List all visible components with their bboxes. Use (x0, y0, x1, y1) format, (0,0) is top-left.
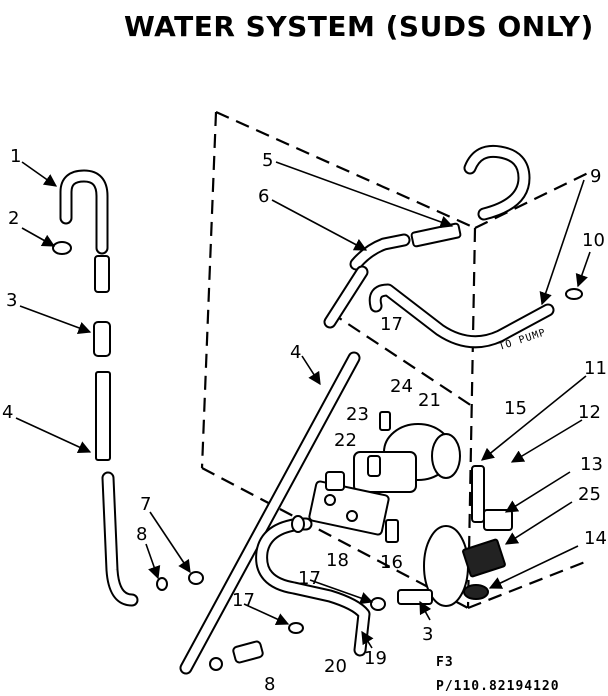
callout-23: 23 (346, 404, 369, 425)
hose-5 (410, 222, 462, 248)
callout-9: 9 (590, 166, 601, 187)
gasket-14 (463, 584, 489, 600)
cabinet-outline (200, 110, 591, 610)
callout-14: 14 (584, 528, 607, 549)
clip-22 (325, 471, 345, 491)
hose-coupling-3a (94, 255, 110, 293)
inlet-hose-5-6 (323, 222, 462, 329)
callout-7: 7 (140, 494, 151, 515)
callout-2: 2 (8, 208, 19, 229)
pump-assembly (156, 515, 506, 671)
fitting-23 (367, 455, 381, 477)
callout-19: 19 (364, 648, 387, 669)
callout-4: 4 (2, 402, 13, 423)
callout-5: 5 (262, 150, 273, 171)
pump-cover-25 (462, 538, 506, 578)
valve-motor-assembly (308, 411, 513, 543)
callout-3b: 3 (422, 624, 433, 645)
part-number: P/110.82194120 (436, 679, 560, 694)
callout-17: 17 (380, 314, 403, 335)
clamp-8a (156, 577, 168, 591)
bracket-13 (483, 509, 513, 531)
callout-24: 24 (390, 376, 413, 397)
callout-21: 21 (418, 390, 441, 411)
clamp-17 (291, 515, 305, 533)
callout-labels: 1 2 3 4 5 6 4 17 9 10 11 24 21 23 15 12 … (2, 146, 607, 695)
callout-4b: 4 (290, 342, 301, 363)
left-hose-assembly (52, 169, 139, 607)
callout-11: 11 (584, 358, 607, 379)
callout-1: 1 (10, 146, 21, 167)
callout-22: 22 (334, 430, 357, 451)
top-curved-hose (463, 144, 531, 221)
callout-8a: 8 (136, 524, 147, 545)
clamp-7 (188, 571, 204, 585)
leader-lines (15, 161, 591, 649)
callout-20: 20 (324, 656, 347, 677)
clamp-10 (565, 288, 583, 300)
figure-id: F3 (436, 655, 454, 670)
screw-24 (379, 411, 391, 431)
callout-13: 13 (580, 454, 603, 475)
straight-hose (95, 371, 111, 461)
callout-3: 3 (6, 290, 17, 311)
diagram-title: WATER SYSTEM (SUDS ONLY) (124, 10, 594, 43)
bolt-11 (471, 465, 485, 523)
coupling-20 (232, 640, 264, 664)
clamp-2 (52, 241, 72, 255)
callout-18: 18 (326, 550, 349, 571)
hose-adapter (93, 321, 111, 357)
callout-15: 15 (504, 398, 527, 419)
connector-3b (397, 589, 433, 605)
callout-6: 6 (258, 186, 269, 207)
callout-12: 12 (578, 402, 601, 423)
callout-10: 10 (582, 230, 605, 251)
callout-8b: 8 (264, 674, 275, 695)
long-hose-4 (179, 351, 361, 675)
callout-25: 25 (578, 484, 601, 505)
drain-hose-9: TO PUMP (368, 283, 583, 353)
callout-16: 16 (380, 552, 403, 573)
screw-16 (385, 519, 399, 543)
callout-17b: 17 (298, 568, 321, 589)
clamp-8b (209, 657, 223, 671)
valve-body (353, 451, 417, 493)
